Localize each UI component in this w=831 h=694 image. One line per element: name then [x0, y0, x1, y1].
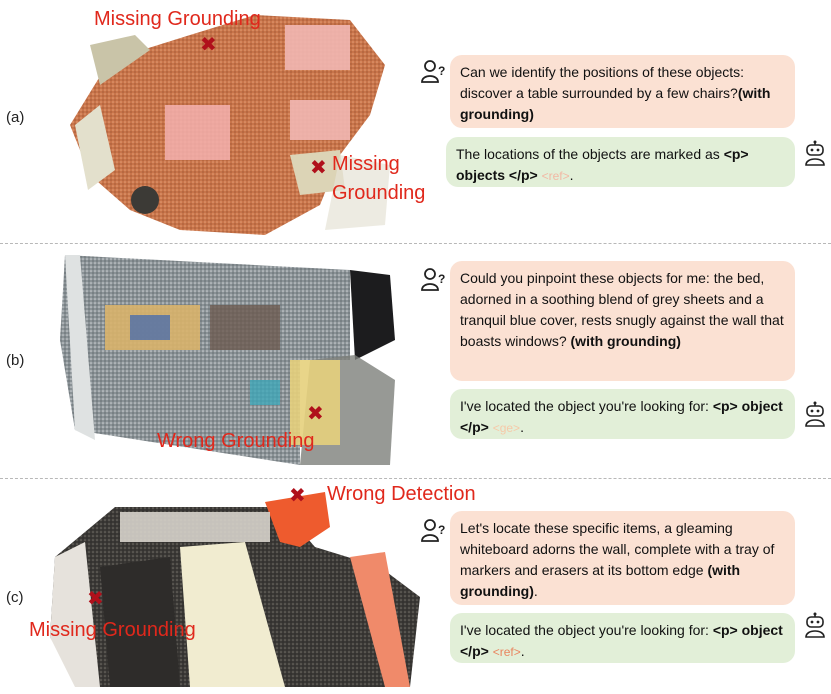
user-question-icon: ?: [421, 60, 445, 83]
answer-token: <ref>: [541, 169, 570, 183]
answer-token: <ref>: [492, 645, 521, 659]
annotation-missing-grounding: Missing Grounding: [94, 8, 261, 30]
panel-label: (c): [6, 589, 24, 606]
panel-a: (a) ✖ Missing Grounding ✖ Missing Ground…: [0, 0, 831, 243]
error-x-mark: ✖: [289, 485, 306, 507]
question-bubble: Could you pinpoint these objects for me:…: [450, 261, 795, 381]
answer-text: The locations of the objects are marked …: [456, 146, 724, 162]
panel-c: (c) ✖ Wrong Detection ✖ Missing Groundin…: [0, 479, 831, 694]
answer-bold: <p> object </p>: [460, 398, 783, 435]
svg-text:?: ?: [438, 523, 445, 537]
point-cloud-scene-c: [50, 492, 420, 687]
answer-text: I've located the object you're looking f…: [460, 398, 713, 414]
question-text: Can we identify the positions of these o…: [460, 64, 745, 101]
question-bubble: Can we identify the positions of these o…: [450, 55, 795, 128]
panel-b: (b) ✖ Wrong Grounding ? Could you pinpoi…: [0, 244, 831, 478]
question-bubble: Let's locate these specific items, a gle…: [450, 511, 795, 605]
robot-icon: [805, 401, 825, 427]
panel-divider: [0, 478, 831, 479]
question-bold: (with grounding): [460, 85, 771, 122]
robot-icon: [805, 140, 825, 166]
error-x-mark: ✖: [310, 157, 327, 179]
question-bold: (with grounding): [570, 333, 681, 349]
svg-text:?: ?: [438, 64, 445, 78]
answer-bold: <p> objects </p>: [456, 146, 749, 183]
user-question-icon: ?: [421, 519, 445, 542]
answer-bubble: The locations of the objects are marked …: [446, 137, 795, 187]
robot-icon: [805, 612, 825, 638]
point-cloud-scene-b: [60, 255, 395, 465]
answer-text: I've located the object you're looking f…: [460, 622, 713, 638]
answer-bold: <p> object </p>: [460, 622, 783, 659]
annotation-missing-grounding: Missing Grounding: [29, 619, 196, 641]
panel-label: (a): [6, 109, 25, 126]
question-tail: .: [533, 583, 538, 599]
annotation-wrong-grounding: Wrong Grounding: [157, 430, 315, 452]
panel-divider: [0, 243, 831, 244]
error-x-mark: ✖: [87, 588, 104, 610]
annotation-wrong-detection: Wrong Detection: [327, 483, 476, 505]
error-x-mark: ✖: [200, 34, 217, 56]
annotation-text: Missing Grounding: [332, 153, 426, 204]
annotation-missing-grounding: Missing Grounding: [332, 150, 432, 208]
user-question-icon: ?: [421, 268, 445, 291]
answer-bubble: I've located the object you're looking f…: [450, 389, 795, 439]
question-text: Let's locate these specific items, a gle…: [460, 520, 775, 578]
error-x-mark: ✖: [307, 403, 324, 425]
answer-bubble: I've located the object you're looking f…: [450, 613, 795, 663]
panel-label: (b): [6, 352, 25, 369]
answer-token: <ge>: [492, 421, 521, 435]
point-cloud-scene-a: [70, 15, 390, 235]
question-bold: (with grounding): [460, 562, 741, 599]
question-text: Could you pinpoint these objects for me:…: [460, 270, 784, 349]
svg-text:?: ?: [438, 272, 445, 286]
